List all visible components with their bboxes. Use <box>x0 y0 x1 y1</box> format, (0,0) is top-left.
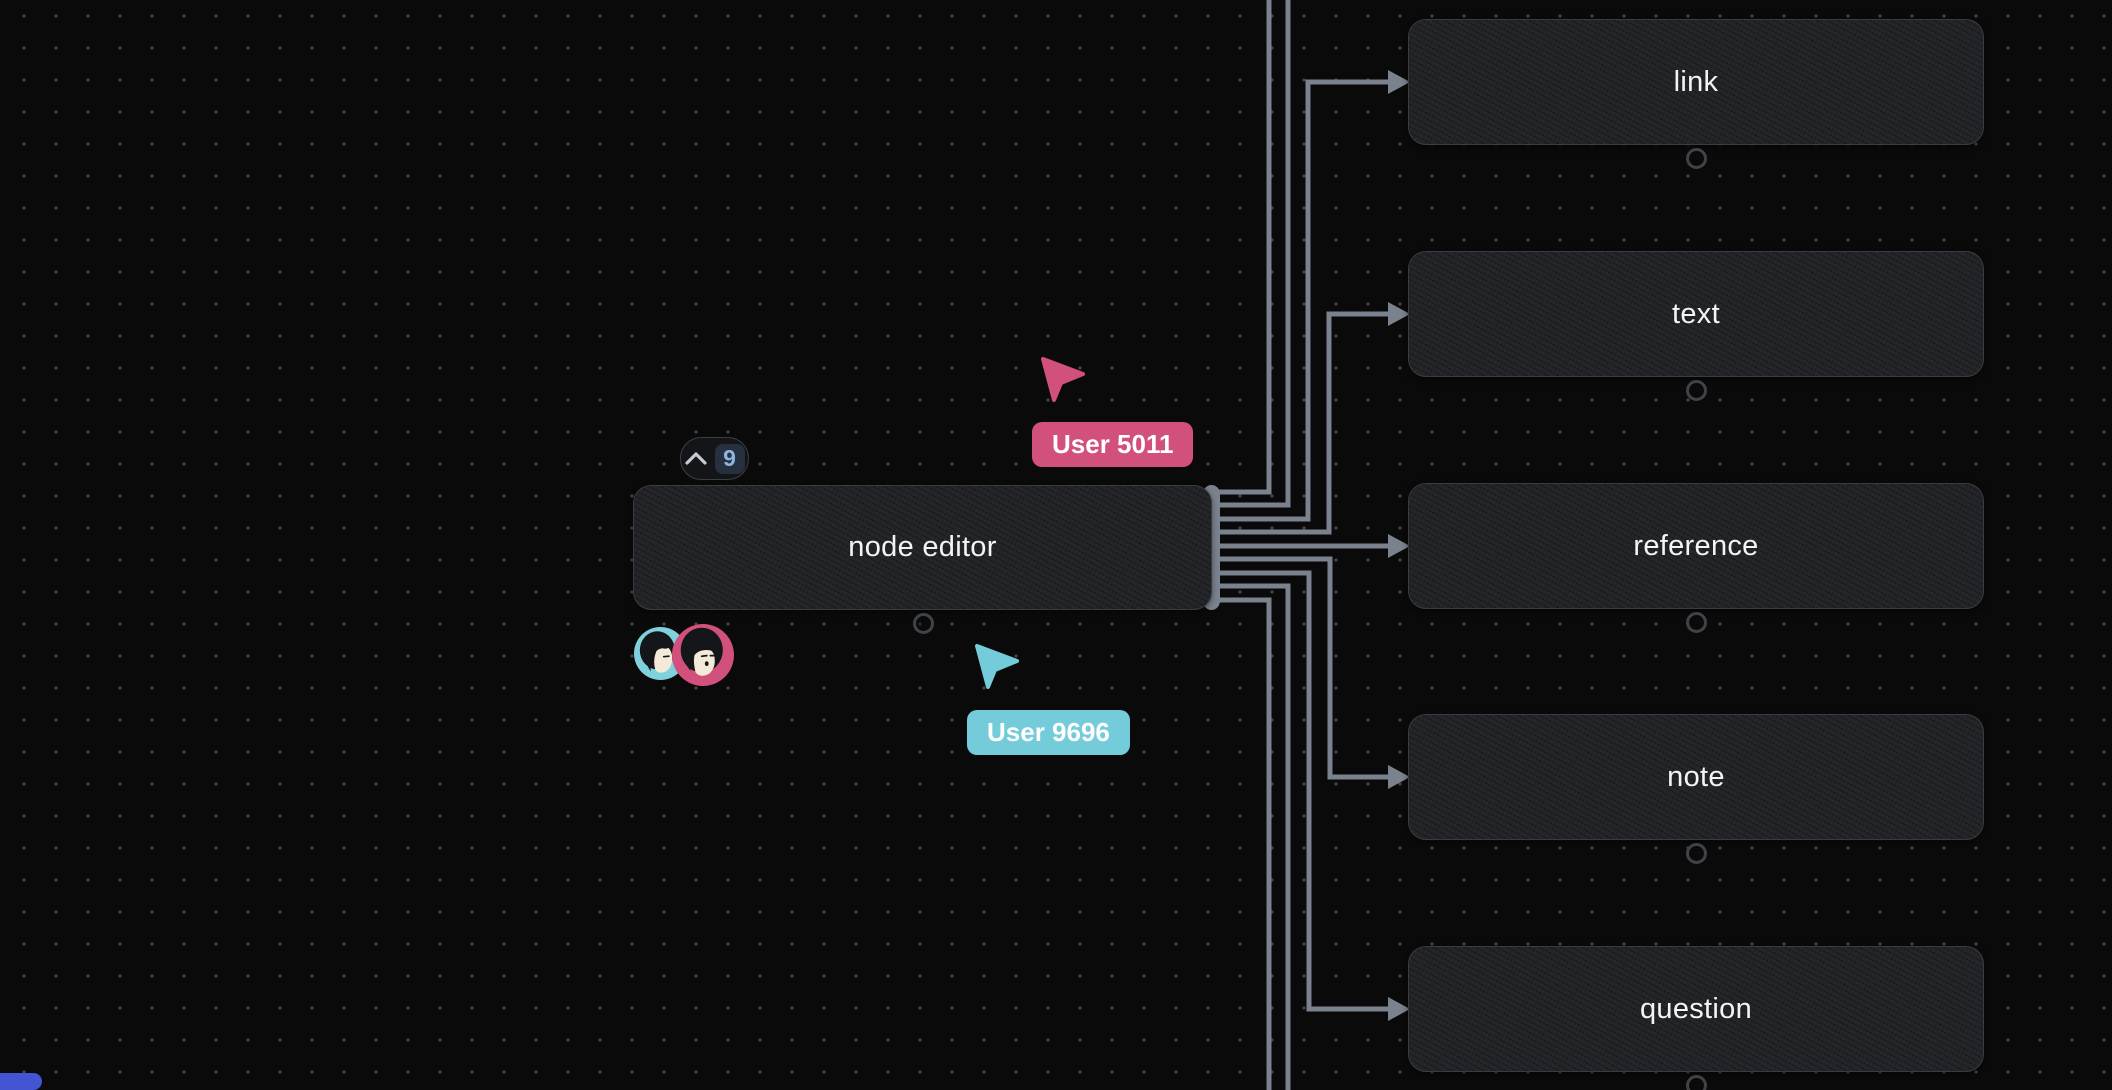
node-text[interactable]: text <box>1408 251 1984 377</box>
edge-to-offscreen-bottom-2 <box>1212 597 1272 1090</box>
remote-cursor-label: User 5011 <box>1032 422 1194 467</box>
avatar <box>672 624 734 686</box>
remote-cursor-user-9696 <box>972 643 1020 691</box>
node-label: text <box>1672 297 1720 330</box>
remote-cursor-user-5011 <box>1038 356 1086 404</box>
edge-to-question <box>1212 570 1410 1021</box>
edge-to-offscreen-bottom-1 <box>1212 583 1291 1090</box>
node-reference[interactable]: reference <box>1408 483 1984 609</box>
edge-to-offscreen-top-2 <box>1212 0 1291 508</box>
collapsed-count-badge: 9 <box>714 443 745 474</box>
connection-port-question[interactable] <box>1686 1075 1707 1090</box>
edge-to-link <box>1212 70 1410 522</box>
collapse-badge[interactable]: 9 <box>680 437 749 480</box>
remote-cursor-label: User 9696 <box>967 710 1130 755</box>
offscreen-selection-indicator <box>0 1073 42 1090</box>
node-label: reference <box>1633 529 1759 562</box>
connection-port-link[interactable] <box>1686 148 1707 169</box>
node-label: note <box>1667 760 1725 793</box>
node-label: node editor <box>848 531 997 563</box>
cursor-arrow-icon <box>975 644 1019 689</box>
node-node-editor[interactable]: node editor <box>633 485 1212 610</box>
edge-to-note <box>1212 556 1410 789</box>
connection-port-note[interactable] <box>1686 843 1707 864</box>
connection-port-text[interactable] <box>1686 380 1707 401</box>
edge-to-offscreen-top-1 <box>1212 0 1272 495</box>
node-note[interactable]: note <box>1408 714 1984 840</box>
node-label: question <box>1639 992 1753 1025</box>
edge-to-text <box>1212 302 1410 535</box>
chevron-up-icon <box>684 452 707 465</box>
node-link[interactable]: link <box>1408 19 1984 145</box>
connection-port-reference[interactable] <box>1686 612 1707 633</box>
collaborator-avatars <box>634 624 744 692</box>
connection-port-node-editor[interactable] <box>912 613 934 634</box>
cursor-arrow-icon <box>1041 357 1085 402</box>
node-question[interactable]: question <box>1408 946 1984 1072</box>
node-label: link <box>1673 65 1719 98</box>
